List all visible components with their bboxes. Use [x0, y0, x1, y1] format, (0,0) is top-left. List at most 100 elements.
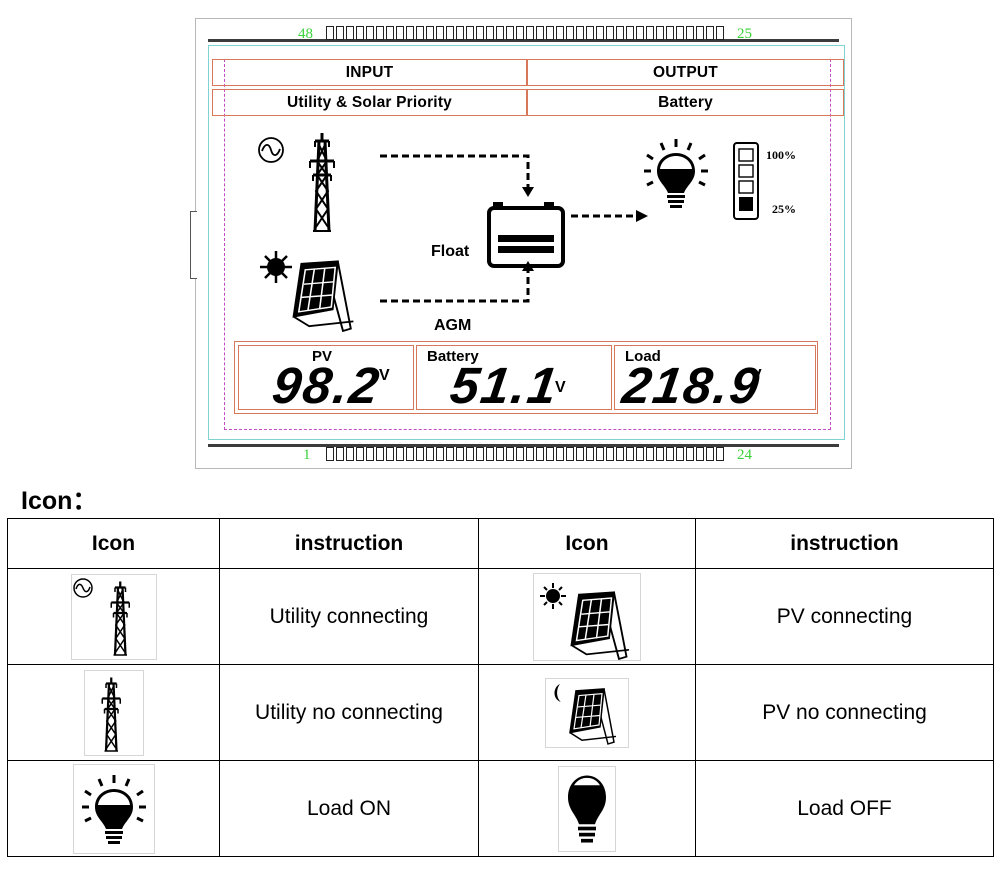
battery-level-full: 100% — [766, 148, 796, 162]
battery-level-low: 25% — [772, 202, 796, 216]
connector-pin — [496, 447, 504, 461]
connector-pin — [456, 447, 464, 461]
utility-connecting-icon — [70, 573, 157, 660]
connector-pin — [546, 447, 554, 461]
connector-pin — [346, 26, 354, 40]
connector-pin — [436, 26, 444, 40]
instruction-cell: Load OFF — [695, 760, 994, 857]
connector-pin — [526, 26, 534, 40]
connector-pin — [356, 26, 364, 40]
meter-panel: PV 98.2 V Battery 51.1 V Load 218.9 V — [234, 341, 818, 414]
battery-icon — [487, 202, 565, 268]
connector-pin — [356, 447, 364, 461]
icon-cell — [478, 664, 696, 761]
connector-pin — [596, 447, 604, 461]
connector-pin — [426, 447, 434, 461]
pin-label-25: 25 — [737, 26, 752, 42]
sun-icon — [260, 251, 292, 283]
table-row: Load ON Load OFF — [7, 760, 994, 857]
connector-pin — [386, 26, 394, 40]
section-title: Icon： — [21, 487, 98, 515]
connector-pin — [536, 447, 544, 461]
connector-pin — [716, 26, 724, 40]
load-off-icon — [558, 765, 616, 852]
connector-pin — [526, 447, 534, 461]
input-header: INPUT — [212, 59, 527, 86]
lcd-pins-bottom — [326, 447, 730, 463]
connector-pin — [656, 447, 664, 461]
instruction-cell: Utility connecting — [219, 568, 479, 665]
connector-pin — [706, 447, 714, 461]
header-instruction: instruction — [219, 518, 479, 569]
flow-lines — [380, 154, 636, 303]
output-header: OUTPUT — [527, 59, 844, 86]
connector-pin — [456, 26, 464, 40]
connector-pin — [656, 26, 664, 40]
connector-pin — [326, 26, 334, 40]
lcd-top-rail — [208, 39, 839, 42]
connector-pin — [376, 447, 384, 461]
battery-state: Float — [431, 243, 470, 260]
battery-meter-unit: V — [555, 379, 566, 396]
icon-cell — [7, 568, 220, 665]
table-row: Utility no connecting PV no connecting — [7, 664, 994, 761]
connector-pin — [636, 26, 644, 40]
connector-pin — [666, 447, 674, 461]
connector-pin — [646, 447, 654, 461]
connector-pin — [346, 447, 354, 461]
connector-pin — [586, 447, 594, 461]
battery-meter-value: 51.1 — [446, 357, 563, 414]
connector-pin — [596, 26, 604, 40]
connector-pin — [506, 26, 514, 40]
connector-pin — [466, 26, 474, 40]
instruction-cell: Load ON — [219, 760, 479, 857]
instruction-cell: Utility no connecting — [219, 664, 479, 761]
connector-pin — [406, 447, 414, 461]
battery-type: AGM — [434, 317, 472, 334]
load-on-icon — [72, 763, 155, 854]
connector-pin — [696, 447, 704, 461]
battery-meter-label: Battery — [427, 348, 479, 365]
solar-panel-icon — [292, 260, 355, 332]
connector-pin — [626, 447, 634, 461]
connector-pin — [636, 447, 644, 461]
header-instruction: instruction — [695, 518, 994, 569]
connector-pin — [506, 447, 514, 461]
header-icon: Icon — [478, 518, 696, 569]
pin-label-1: 1 — [303, 447, 311, 463]
connector-pin — [366, 447, 374, 461]
instruction-cell: PV no connecting — [695, 664, 994, 761]
connector-pin — [446, 26, 454, 40]
connector-pin — [466, 447, 474, 461]
connector-pin — [376, 26, 384, 40]
connector-pin — [436, 447, 444, 461]
utility-tower-icon — [308, 131, 336, 233]
connector-pin — [606, 26, 614, 40]
connector-pin — [516, 447, 524, 461]
lcd-bottom-rail — [208, 444, 839, 447]
load-meter-unit: V — [751, 367, 762, 384]
utility-no-connecting-icon — [83, 669, 144, 756]
input-mode: Utility & Solar Priority — [212, 89, 527, 116]
load-bulb-icon — [642, 137, 710, 208]
connector-pin — [396, 26, 404, 40]
connector-pin — [416, 26, 424, 40]
connector-pin — [716, 447, 724, 461]
ac-wave-icon — [258, 137, 284, 163]
connector-pin — [406, 26, 414, 40]
connector-pin — [646, 26, 654, 40]
connector-pin — [706, 26, 714, 40]
pin-label-48: 48 — [298, 26, 313, 42]
icon-cell — [478, 568, 696, 665]
connector-pin — [326, 447, 334, 461]
connector-pin — [486, 447, 494, 461]
connector-pin — [666, 26, 674, 40]
connector-pin — [566, 26, 574, 40]
connector-pin — [336, 447, 344, 461]
pv-meter: PV 98.2 V — [238, 345, 414, 414]
connector-pin — [566, 447, 574, 461]
connector-pin — [516, 26, 524, 40]
load-meter-value: 218.9 — [618, 357, 765, 414]
connector-pin — [556, 447, 564, 461]
connector-pin — [366, 26, 374, 40]
